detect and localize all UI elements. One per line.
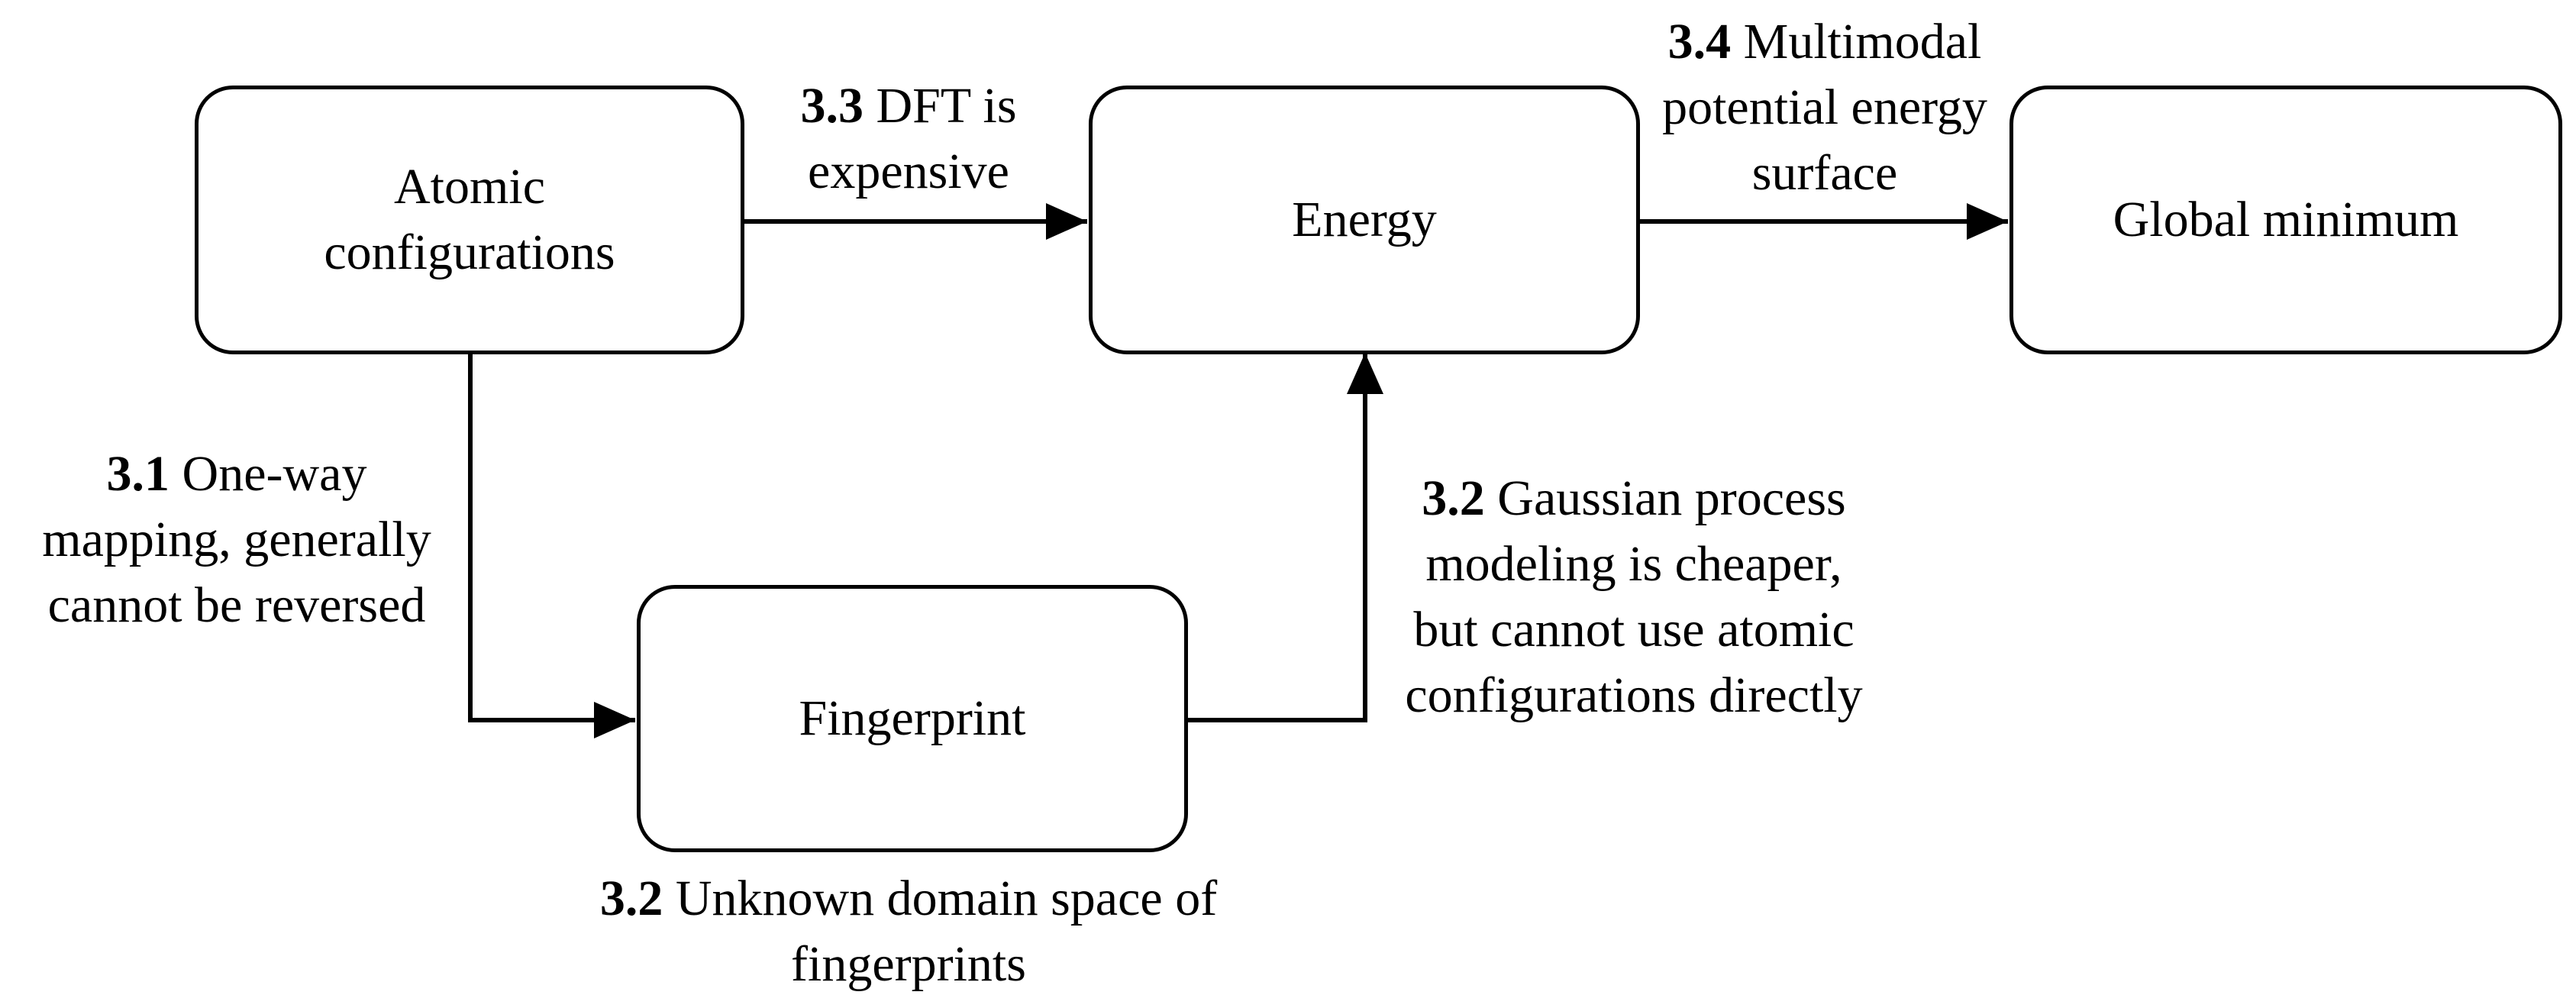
node-atomic-configurations-line-1: Atomic: [394, 159, 545, 215]
edge-label-3-3-line-1: DFT is: [863, 78, 1017, 134]
arrow-fingerprint-to-energy: [1188, 353, 1383, 722]
edge-label-3-1-number: 3.1: [106, 446, 170, 502]
node-atomic-configurations-line-2: configurations: [324, 225, 615, 280]
edge-label-3-2-domain-number: 3.2: [599, 871, 663, 926]
edge-label-3-2-gaussian-number: 3.2: [1422, 470, 1485, 526]
node-fingerprint: Fingerprint: [637, 585, 1188, 852]
edge-label-3-3: 3.3 DFT is expensive: [763, 73, 1054, 205]
edge-label-3-4-number: 3.4: [1667, 14, 1732, 69]
edge-label-3-2-domain-line-2: fingerprints: [791, 936, 1026, 992]
node-energy-label: Energy: [1292, 192, 1437, 247]
edge-label-3-2-gaussian-line-4: configurations directly: [1405, 667, 1863, 723]
node-global-minimum-label: Global minimum: [2113, 192, 2459, 247]
arrow-atomic-to-fingerprint: [468, 354, 635, 738]
edge-label-3-3-number: 3.3: [800, 78, 864, 134]
edge-label-3-2-gaussian-line-3: but cannot use atomic: [1413, 602, 1855, 657]
node-global-minimum: Global minimum: [2009, 86, 2562, 354]
edge-label-3-4-line-1: Multimodal: [1731, 14, 1982, 69]
edge-label-3-1-line-2: mapping, generally: [42, 512, 431, 567]
edge-label-3-2-domain-line-1: Unknown domain space of: [663, 871, 1218, 926]
edge-label-3-2-gaussian-line-2: modeling is cheaper,: [1425, 536, 1842, 592]
edge-label-3-1-line-1: One-way: [169, 446, 367, 502]
edge-label-3-4-line-2: potential energy: [1662, 79, 1987, 135]
edge-label-3-2-gaussian-line-1: Gaussian process: [1484, 470, 1846, 526]
edge-label-3-1-line-3: cannot be reversed: [47, 577, 426, 633]
node-atomic-configurations: Atomic configurations: [195, 86, 744, 354]
node-energy: Energy: [1089, 86, 1640, 354]
edge-label-3-3-line-2: expensive: [808, 144, 1009, 199]
edge-label-3-4-line-3: surface: [1751, 145, 1898, 201]
edge-label-3-1: 3.1 One-way mapping, generally cannot be…: [15, 441, 458, 638]
node-fingerprint-label: Fingerprint: [799, 690, 1026, 746]
edge-label-3-2-gaussian: 3.2 Gaussian process modeling is cheaper…: [1374, 466, 1893, 729]
edge-label-3-2-domain: 3.2 Unknown domain space of fingerprints: [550, 866, 1267, 997]
edge-label-3-4: 3.4 Multimodal potential energy surface: [1626, 9, 2023, 206]
